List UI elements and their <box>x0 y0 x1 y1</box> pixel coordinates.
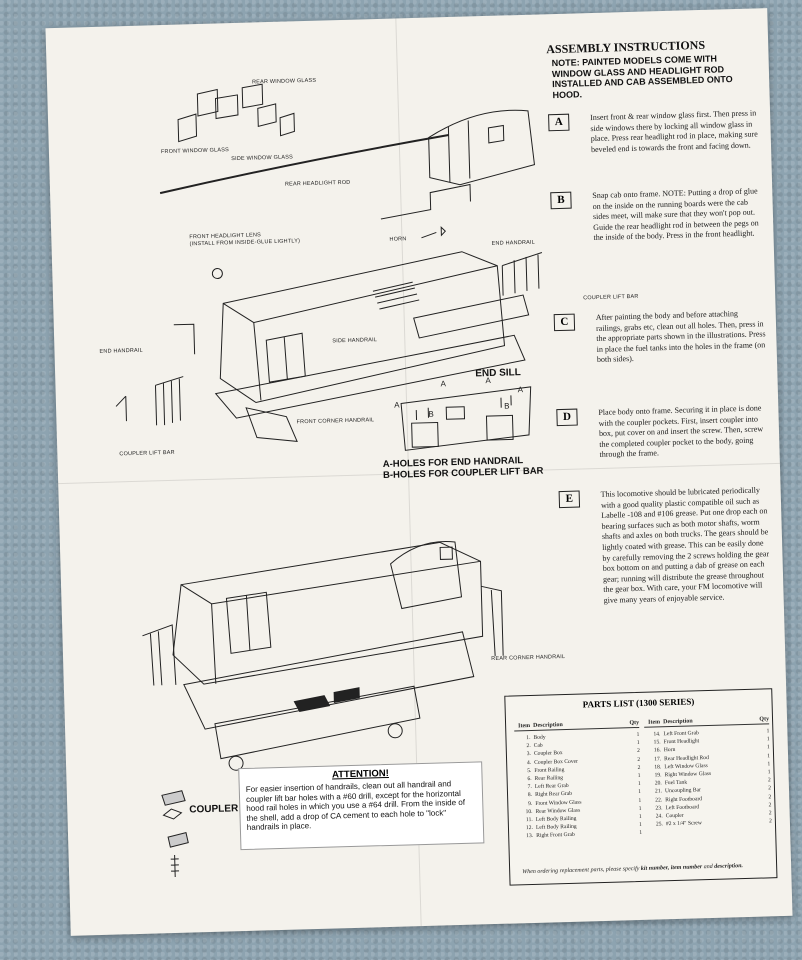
label-hole-a-1: A <box>393 400 400 410</box>
upper-locomotive-outline <box>214 251 530 419</box>
header-qty: Qty <box>759 716 770 723</box>
parts-list-title: PARTS LIST (1300 SERIES) <box>582 696 695 710</box>
step-text-d: Place body onto frame. Securing it in pl… <box>598 403 764 460</box>
holes-legend: A-HOLES FOR END HANDRAIL B-HOLES FOR COU… <box>383 455 544 481</box>
attention-box: ATTENTION! For easier insertion of handr… <box>238 761 485 851</box>
label-hole-b-2: B <box>504 401 510 411</box>
window-glass-pieces <box>177 83 295 143</box>
label-side-handrail: SIDE HANDRAIL <box>332 337 378 345</box>
parts-header-left: Item Description Qty <box>514 719 640 732</box>
label-end-handrail-top: END HANDRAIL <box>491 239 536 247</box>
header-item: Item <box>648 719 661 726</box>
parts-list: PARTS LIST (1300 SERIES) Item Descriptio… <box>504 688 778 886</box>
header-description: Description <box>662 718 693 726</box>
part-quantity: 1 <box>639 830 643 837</box>
end-sill-outline <box>400 386 532 451</box>
step-text-c: After painting the body and before attac… <box>595 309 766 365</box>
step-letter-a: A <box>548 113 570 132</box>
parts-header-right: Item Description Qty <box>644 716 770 728</box>
header-description: Description <box>533 722 563 729</box>
label-horn: HORN <box>389 236 407 243</box>
end-handrails-upper <box>115 252 543 442</box>
step-letter-e: E <box>558 490 581 509</box>
label-hole-a-4: A <box>517 385 524 395</box>
label-coupler: COUPLER <box>189 803 239 816</box>
label-end-handrail-left: END HANDRAIL <box>99 347 143 355</box>
part-quantity: 2 <box>769 818 772 825</box>
step-letter-d: D <box>556 408 578 427</box>
header-item: Item <box>518 722 531 730</box>
instruction-sheet: REAR WINDOW GLASS FRONT WINDOW GLASS SID… <box>45 8 793 936</box>
step-letter-c: C <box>553 313 576 332</box>
footer-and: and <box>703 863 713 870</box>
footer-kit: kit number, item number <box>640 863 703 872</box>
locomotive-assembly-diagram <box>115 83 543 877</box>
step-text-a: Insert front & rear window glass first. … <box>590 108 758 154</box>
parts-list-footer: When ordering replacement parts, please … <box>522 862 767 876</box>
part-description: Right Front Grab <box>536 832 575 840</box>
label-hole-a-2: A <box>440 379 447 389</box>
header-qty: Qty <box>629 719 640 727</box>
label-hole-b-1: B <box>428 409 435 419</box>
coupler-parts <box>161 790 189 877</box>
part-description: #2 x 1/4" Screw <box>665 820 703 828</box>
attention-body: For easier insertion of handrails, clean… <box>245 779 466 833</box>
assembly-note: NOTE: PAINTED MODELS COME WITH WINDOW GL… <box>551 53 733 100</box>
part-item-number: 13. <box>526 833 534 840</box>
footer-description: description. <box>714 862 744 870</box>
cab-outline <box>380 109 536 220</box>
step-text-b: Snap cab onto frame. NOTE: Putting a dro… <box>592 186 759 243</box>
label-hole-a-3: A <box>485 375 492 386</box>
step-text-e: This locomotive should be lubricated per… <box>600 485 770 605</box>
label-end-sill: END SILL <box>475 367 521 380</box>
footer-prefix: When ordering replacement parts, please … <box>522 865 640 875</box>
lower-locomotive-outline <box>142 540 504 771</box>
step-letter-b: B <box>550 191 572 210</box>
part-item-number: 25. <box>655 821 664 828</box>
